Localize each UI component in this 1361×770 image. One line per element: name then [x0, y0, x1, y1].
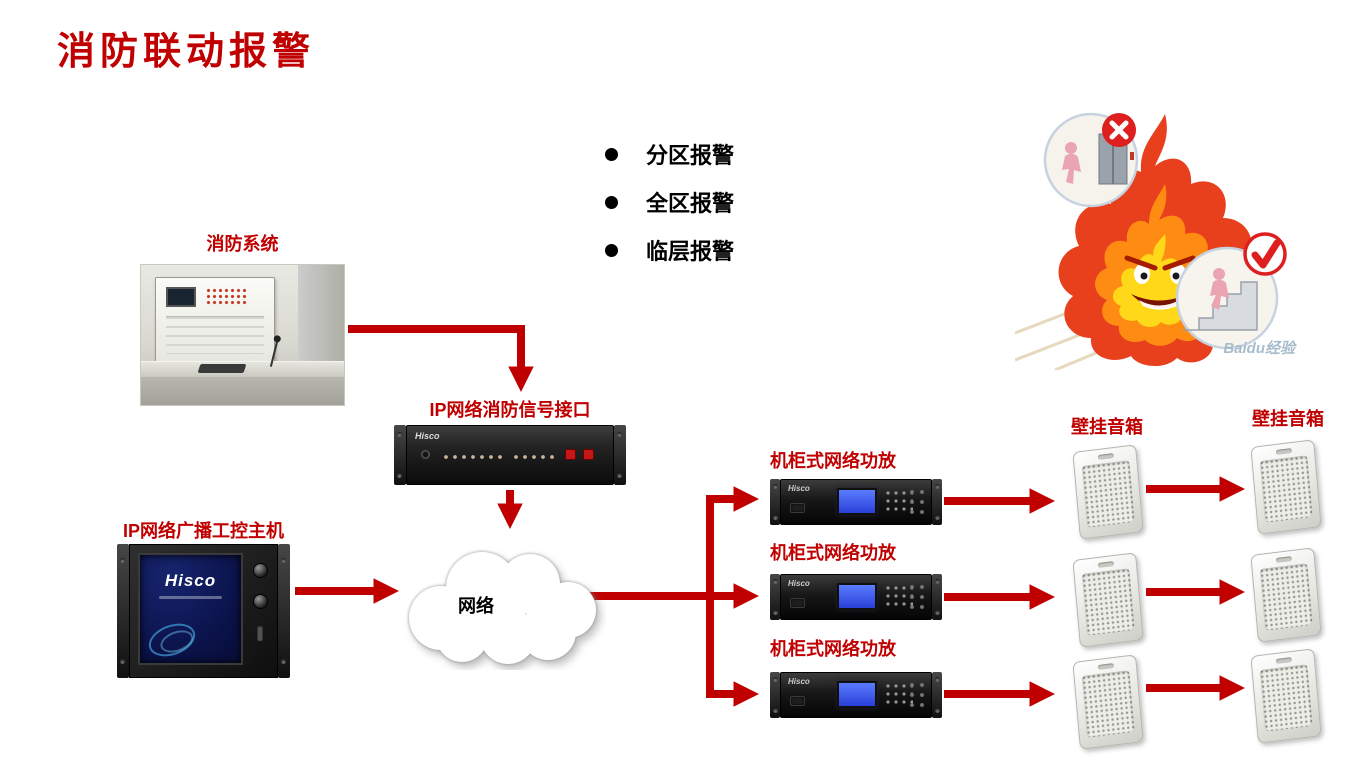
wall-speaker	[1072, 444, 1144, 540]
rack-ear	[770, 574, 780, 620]
bullet-icon	[605, 147, 618, 161]
cloud-shape	[409, 552, 596, 664]
bullet-label: 全区报警	[646, 191, 735, 216]
terminal-strip	[443, 453, 505, 461]
fire-illustration-graphic	[1014, 112, 1287, 372]
rack-ear	[932, 574, 942, 620]
brand-label: Hisco	[788, 677, 810, 686]
desk-front	[141, 377, 344, 405]
ports	[908, 488, 926, 518]
network-cloud: 网络	[396, 530, 606, 670]
amplifier-label: 机柜式网络功放	[770, 543, 896, 563]
amplifier-device: Hisco	[770, 479, 942, 525]
fire-escape-illustration: Baidu经验	[1014, 98, 1305, 372]
fire-alarm-panel	[155, 277, 275, 363]
red-button	[583, 449, 594, 460]
red-button	[565, 449, 576, 460]
host-screen: Hisco	[138, 553, 243, 665]
amplifier-device: Hisco	[770, 574, 942, 620]
lcd-screen	[837, 681, 877, 708]
brand-label: Hisco	[415, 431, 440, 441]
forbidden-x-icon	[1102, 113, 1136, 147]
page-title: 消防联动报警	[57, 31, 316, 73]
volume-knob	[252, 563, 268, 578]
bullet-label: 分区报警	[646, 143, 735, 168]
fire-interface-device: Hisco	[394, 425, 626, 485]
lcd-screen	[837, 488, 877, 515]
panel-led-grid	[206, 288, 248, 306]
host-controls	[248, 563, 272, 663]
host-front-panel: Hisco	[129, 544, 278, 678]
panel-rows	[166, 316, 264, 354]
ports	[908, 583, 926, 613]
panel-screen	[166, 287, 196, 307]
network-label: 网络	[458, 595, 494, 616]
wall-speaker	[1250, 439, 1322, 535]
alarm-mode-list: 分区报警 全区报警 临层报警	[605, 130, 734, 274]
fire-system-label: 消防系统	[206, 234, 279, 254]
terminal-strip	[513, 453, 557, 461]
amplifier-label: 机柜式网络功放	[770, 639, 896, 659]
bullet-icon	[605, 195, 618, 209]
power-switch	[257, 625, 263, 641]
brand-label: Hisco	[164, 571, 217, 590]
rack-ear	[117, 544, 129, 678]
wall-speaker	[1072, 654, 1144, 750]
brand-label: Hisco	[788, 484, 810, 493]
keyboard	[197, 364, 247, 373]
broadcast-host-device: Hisco	[117, 544, 290, 678]
list-item: 全区报警	[605, 178, 734, 226]
amplifier-front-panel: Hisco	[780, 672, 932, 718]
brand-tagline	[159, 596, 222, 599]
round-port	[421, 450, 430, 459]
watermark-baidu: Baidu经验	[1223, 340, 1295, 357]
power-led	[790, 696, 805, 706]
list-item: 临层报警	[605, 226, 734, 274]
screen-graphic	[144, 617, 200, 663]
rack-ear	[770, 672, 780, 718]
volume-knob	[252, 594, 268, 609]
allowed-check-icon	[1243, 232, 1287, 276]
speaker-column-label: 壁挂音箱	[1252, 409, 1324, 429]
fire-system-photo	[140, 264, 345, 406]
rack-ear	[932, 479, 942, 525]
rack-ear	[770, 479, 780, 525]
lcd-screen	[837, 583, 877, 610]
stairs-inset	[1175, 246, 1279, 350]
ports	[908, 681, 926, 711]
broadcast-host-label: IP网络广播工控主机	[122, 521, 284, 541]
wall-speaker	[1250, 648, 1322, 744]
bullet-label: 临层报警	[646, 239, 735, 264]
wall-speaker	[1250, 547, 1322, 643]
power-led	[790, 598, 805, 608]
power-led	[790, 503, 805, 513]
rack-ear	[278, 544, 290, 678]
speaker-column-label: 壁挂音箱	[1071, 417, 1143, 437]
fire-interface-label: IP网络消防信号接口	[429, 400, 591, 420]
bullet-icon	[605, 243, 618, 257]
amplifier-front-panel: Hisco	[780, 574, 932, 620]
amplifier-front-panel: Hisco	[780, 479, 932, 525]
brand-label: Hisco	[788, 579, 810, 588]
amplifier-device: Hisco	[770, 672, 942, 718]
fire-interface-front-panel: Hisco	[406, 425, 614, 485]
list-item: 分区报警	[605, 130, 734, 178]
wall-speaker	[1072, 552, 1144, 648]
rack-ear	[614, 425, 626, 485]
rack-ear	[394, 425, 406, 485]
rack-ear	[932, 672, 942, 718]
amplifier-label: 机柜式网络功放	[770, 451, 896, 471]
